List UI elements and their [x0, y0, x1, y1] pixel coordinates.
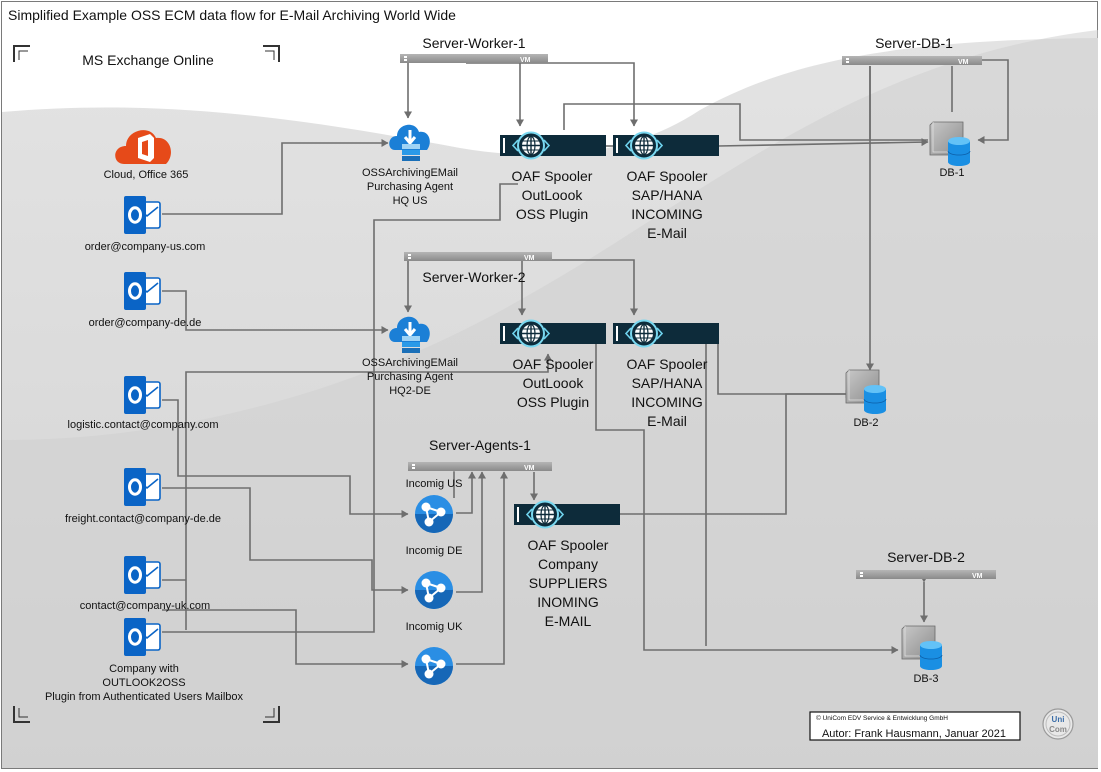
mailbox-de-icon — [122, 270, 162, 312]
plugin-label-line2: OUTLOOK2OSS — [102, 677, 185, 689]
plugin-label-line3: Plugin from Authenticated Users Mailbox — [45, 691, 244, 703]
spooler-w2-outlook-line1: OAF Spooler — [513, 356, 594, 372]
credits-box: © UniCom EDV Service & Entwicklung GmbH … — [809, 711, 1021, 741]
incoming-us-label: Incomig US — [406, 478, 463, 490]
spooler-w1-outlook-line3: OSS Plugin — [516, 206, 588, 222]
incoming-us-icon — [414, 494, 454, 534]
agent-us-line3: HQ US — [393, 195, 428, 207]
incoming-de-icon — [414, 570, 454, 610]
spooler-w2-sap-line4: E-Mail — [647, 413, 687, 429]
server-agents1-label: Server-Agents-1 — [429, 437, 531, 453]
vm-bar-db1: VM — [842, 56, 982, 66]
agent-de-line3: HQ2-DE — [389, 385, 431, 397]
db2-label: DB-2 — [853, 417, 878, 429]
mailbox-freight-label: freight.contact@company-de.de — [65, 513, 221, 525]
spooler-suppliers-icon — [513, 500, 621, 529]
svg-text:VM: VM — [520, 57, 531, 64]
mailbox-uk-icon — [122, 554, 162, 596]
agent-de-line1: OSSArchivingEMail — [362, 357, 458, 369]
incoming-uk-label: Incomig UK — [406, 621, 464, 633]
mailbox-uk-label: contact@company-uk.com — [80, 600, 210, 612]
credits-author: Autor: Frank Hausmann, Januar 2021 — [822, 728, 1006, 740]
connectors — [162, 56, 1009, 668]
plugin-label-line1: Company with — [109, 663, 179, 675]
mailbox-logistic-label: logistic.contact@company.com — [68, 419, 219, 431]
incoming-uk-icon — [414, 646, 454, 686]
mailbox-logistic-icon — [122, 374, 162, 416]
exchange-region-brackets — [13, 45, 280, 723]
svg-text:Com: Com — [1049, 725, 1067, 734]
spooler-w1-outlook-line1: OAF Spooler — [512, 168, 593, 184]
spooler-suppliers-line3: SUPPLIERS — [529, 575, 608, 591]
cloud-label: Cloud, Office 365 — [104, 169, 189, 181]
svg-text:VM: VM — [958, 59, 969, 66]
spooler-w2-sap-line3: INCOMING — [631, 394, 703, 410]
db1-label: DB-1 — [939, 167, 964, 179]
agent-de-line2: Purchasing Agent — [367, 371, 453, 383]
spooler-w1-sap-line1: OAF Spooler — [627, 168, 708, 184]
spooler-w2-sap-line2: SAP/HANA — [632, 375, 703, 391]
spooler-w2-sap-icon — [612, 319, 720, 348]
exchange-label: MS Exchange Online — [82, 52, 214, 68]
spooler-w1-sap-line2: SAP/HANA — [632, 187, 703, 203]
spooler-w1-outlook-line2: OutLoook — [522, 187, 584, 203]
spooler-w1-sap-line4: E-Mail — [647, 225, 687, 241]
server-db1-label: Server-DB-1 — [875, 35, 953, 51]
mailbox-freight-icon — [122, 466, 162, 508]
outlook-plugin-icon — [122, 616, 162, 658]
spooler-w2-outlook-line3: OSS Plugin — [517, 394, 589, 410]
svg-text:VM: VM — [524, 465, 535, 472]
mailbox-us-label: order@company-us.com — [85, 241, 206, 253]
spooler-w2-outlook-line2: OutLoook — [523, 375, 585, 391]
spooler-suppliers-line1: OAF Spooler — [528, 537, 609, 553]
agent-us-line2: Purchasing Agent — [367, 181, 453, 193]
spooler-w1-outlook-icon — [499, 131, 607, 160]
mailbox-us-icon — [122, 194, 162, 236]
spooler-w1-sap-line3: INCOMING — [631, 206, 703, 222]
agent-us-line1: OSSArchivingEMail — [362, 167, 458, 179]
spooler-w2-outlook-icon — [499, 319, 607, 348]
spooler-suppliers-line5: E-MAIL — [545, 613, 592, 629]
svg-text:Uni: Uni — [1052, 715, 1065, 724]
spooler-suppliers-line4: INOMING — [537, 594, 598, 610]
mailbox-de-label: order@company-de.de — [89, 317, 202, 329]
vm-bar-db2: VM — [856, 570, 996, 580]
diagram-title: Simplified Example OSS ECM data flow for… — [8, 7, 456, 23]
unicom-logo: Uni Com — [1042, 708, 1074, 740]
db3-label: DB-3 — [913, 673, 938, 685]
server-worker2-label: Server-Worker-2 — [422, 269, 525, 285]
svg-text:VM: VM — [972, 573, 983, 580]
vm-bar-worker1: VM — [400, 54, 548, 64]
vm-bar-agents1: VM — [408, 462, 552, 472]
office365-cloud-icon — [115, 130, 171, 164]
svg-text:VM: VM — [524, 255, 535, 262]
incoming-de-label: Incomig DE — [406, 545, 463, 557]
spooler-w2-sap-line1: OAF Spooler — [627, 356, 708, 372]
credits-company: © UniCom EDV Service & Entwicklung GmbH — [816, 714, 948, 722]
vm-bar-worker2: VM — [404, 252, 552, 262]
spooler-suppliers-line2: Company — [538, 556, 598, 572]
spooler-w1-sap-icon — [612, 131, 720, 160]
server-worker1-label: Server-Worker-1 — [422, 35, 525, 51]
server-db2-label: Server-DB-2 — [887, 549, 965, 565]
background — [2, 30, 1098, 768]
